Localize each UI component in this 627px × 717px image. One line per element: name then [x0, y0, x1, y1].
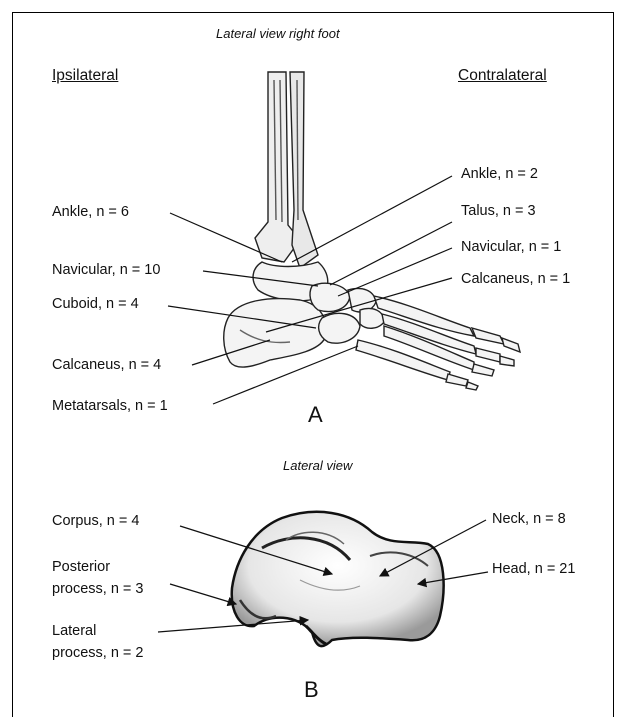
panel-b-title: Lateral view — [283, 458, 352, 473]
label-contra-talus: Talus, n = 3 — [461, 202, 536, 220]
label-contra-navicular: Navicular, n = 1 — [461, 238, 561, 256]
label-lateral-process-line1: Lateral — [52, 622, 96, 640]
label-ipsi-cuboid: Cuboid, n = 4 — [52, 295, 139, 313]
label-lateral-process-line2: process, n = 2 — [52, 644, 143, 662]
label-contra-calcaneus: Calcaneus, n = 1 — [461, 270, 570, 288]
label-ipsi-calcaneus: Calcaneus, n = 4 — [52, 356, 161, 374]
label-contra-ankle: Ankle, n = 2 — [461, 165, 538, 183]
label-posterior-process-line2: process, n = 3 — [52, 580, 143, 598]
label-posterior-process-line1: Posterior — [52, 558, 110, 576]
panel-b-letter: B — [304, 677, 319, 703]
label-ipsi-ankle: Ankle, n = 6 — [52, 203, 129, 221]
panel-a-title: Lateral view right foot — [216, 26, 340, 41]
label-neck: Neck, n = 8 — [492, 510, 566, 528]
panel-a-letter: A — [308, 402, 323, 428]
talus-bone — [232, 512, 444, 646]
label-ipsi-navicular: Navicular, n = 10 — [52, 261, 160, 279]
ipsilateral-heading: Ipsilateral — [52, 67, 118, 85]
label-corpus: Corpus, n = 4 — [52, 512, 139, 530]
contralateral-heading: Contralateral — [458, 67, 547, 85]
label-head: Head, n = 21 — [492, 560, 575, 578]
foot-skeleton — [224, 72, 520, 390]
label-ipsi-metatarsals: Metatarsals, n = 1 — [52, 397, 168, 415]
